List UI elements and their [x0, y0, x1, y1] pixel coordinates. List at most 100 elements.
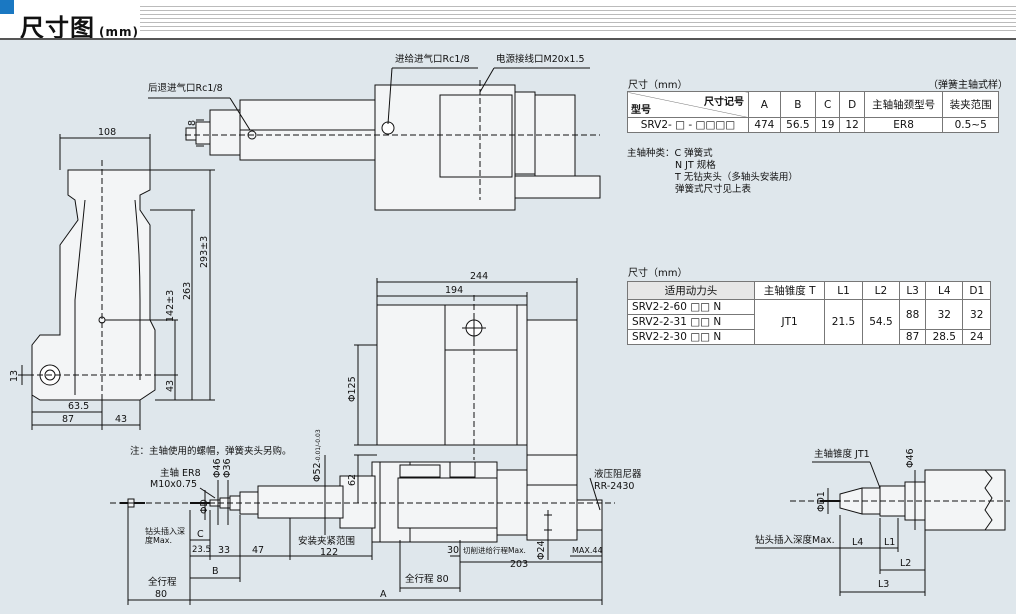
dim-203: 203	[510, 559, 529, 570]
dim-13: 13	[9, 369, 20, 382]
table-row: SRV2-2-60 □□ N JT1 21.5 54.5 88 32 32	[627, 299, 991, 345]
dim-8: 8	[187, 119, 198, 126]
table1-model-boxes: □ - □□□□	[675, 119, 736, 131]
table2-caption: 尺寸（mm）	[628, 268, 688, 279]
header-accent	[0, 0, 14, 14]
table2-model-cell: SRV2-2-30 □□ N	[627, 329, 755, 345]
dim-phi-24: Φ24	[536, 540, 547, 560]
top-view	[148, 67, 601, 211]
table1-col-a: A	[748, 91, 781, 118]
table2-d1-cell: 32	[962, 299, 991, 330]
note-line: N JT 规格	[675, 160, 716, 171]
jt-spindle-table: 适用动力头 主轴锥度 T L1 L2 L3 L4 D1 SRV2-2-60 □□…	[627, 281, 991, 345]
table2-l3-cell: 88	[899, 299, 927, 330]
dim-108: 108	[98, 127, 117, 138]
dim-phi-52-tolerance: -0.01/-0.03	[315, 429, 322, 463]
table2-d1-cell: 24	[962, 329, 991, 345]
table1-col-b: B	[779, 91, 817, 118]
table-row: SRV2- □ - □□□□ 474 56.5 19 12 ER8 0.5~5	[627, 117, 999, 133]
dim-244: 244	[470, 271, 489, 282]
dim-phi-52: Φ52-0.01/-0.03	[312, 429, 323, 482]
side-profile-view	[18, 134, 215, 430]
page-title: 尺寸图(mm)	[20, 14, 139, 42]
chuck-dim-l4: L4	[852, 537, 864, 548]
spring-spindle-table: 尺寸记号 型号 A B C D 主轴轴颈型号 装夹范围 SRV2- □ - □□…	[627, 91, 999, 133]
max-44-label: MAX.44	[572, 546, 603, 555]
spindle-er8-label: 主轴 ER8	[160, 468, 201, 479]
table1-col-range: 装夹范围	[942, 91, 999, 118]
table1-diag-top: 尺寸记号	[704, 97, 744, 108]
table2-col-l1: L1	[824, 281, 863, 300]
dim-87: 87	[62, 414, 75, 425]
cut-stroke-label: 切削进给行程Max.	[463, 546, 526, 555]
dim-a: A	[380, 589, 387, 600]
dim-43-vertical: 43	[165, 379, 176, 392]
table1-style: （弹簧主轴式样）	[928, 80, 1008, 91]
header-rule-pattern	[140, 6, 1016, 34]
dim-23-5: 23.5	[192, 545, 211, 555]
dim-80: 80	[155, 589, 168, 600]
table1-col-c: C	[814, 91, 841, 118]
chuck-dim-l2: L2	[900, 558, 912, 569]
table1-diag-header: 尺寸记号 型号	[627, 91, 749, 118]
page-title-unit: (mm)	[99, 25, 139, 39]
table2-model-suffix: □□ N	[690, 331, 722, 343]
table2-col-model: 适用动力头	[627, 281, 755, 300]
full-stroke-80-label: 全行程 80	[405, 574, 449, 585]
table1-diag-bottom: 型号	[631, 105, 651, 116]
table1-cell: 56.5	[779, 117, 817, 133]
chuck-dim-phi-d1: ΦD1	[816, 491, 827, 512]
chuck-taper-label: 主轴锥度 JT1	[814, 449, 870, 460]
table2-taper-cell: JT1	[753, 299, 826, 345]
table2-model-cell: SRV2-2-31 □□ N	[627, 314, 755, 330]
header-bar: 尺寸图(mm)	[0, 0, 1016, 42]
note-line: 主轴种类：C 弹簧式	[627, 148, 713, 159]
table2-l2-cell: 54.5	[861, 299, 901, 345]
dim-c: C	[197, 529, 204, 540]
table-row: SRV2-2-30 □□ N 87 28.5 24	[627, 329, 991, 345]
dim-phi-d: ΦD	[199, 499, 210, 514]
dim-293: 293±3	[199, 235, 210, 268]
power-port-label: 电源接线口M20x1.5	[496, 54, 585, 65]
feed-air-port-label: 进给进气口Rc1/8	[395, 54, 470, 65]
dim-33: 33	[218, 545, 231, 556]
spindle-note: 注：主轴使用的螺帽，弹簧夹头另购。	[130, 446, 292, 457]
dim-47: 47	[252, 545, 265, 556]
table1-cell: 12	[839, 117, 865, 133]
table1-cell: ER8	[863, 117, 944, 133]
table1-model-cell: SRV2- □ - □□□□	[627, 117, 749, 133]
table1-cell: 0.5~5	[942, 117, 999, 133]
dim-142: 142±3	[165, 289, 176, 322]
damper-label: 液压阻尼器	[594, 469, 642, 480]
table1-cell: 474	[748, 117, 781, 133]
dim-b: B	[212, 566, 219, 577]
chuck-dim-l1: L1	[884, 537, 896, 548]
dim-194: 194	[445, 285, 464, 296]
drill-depth-label: 钻头插入深度Max.	[145, 527, 185, 546]
table2-col-l3: L3	[899, 281, 927, 300]
table2-l1-cell: 21.5	[824, 299, 863, 345]
dim-122: 122	[320, 547, 339, 558]
dim-263: 263	[182, 281, 193, 300]
table2-col-l4: L4	[925, 281, 964, 300]
header-rule	[0, 38, 1016, 40]
note-line: T 无钻夹头（多轴头安装用）	[675, 172, 798, 183]
chuck-dim-phi-46: Φ46	[905, 448, 916, 468]
table1-caption: 尺寸（mm）	[628, 80, 688, 91]
chuck-drill-depth-label: 钻头插入深度Max.	[755, 535, 835, 546]
table2-col-l2: L2	[861, 281, 901, 300]
table2-l3-cell: 87	[899, 329, 927, 345]
dim-30: 30	[447, 545, 460, 556]
rear-air-port-label: 后退进气口Rc1/8	[148, 83, 223, 94]
spindle-type-notes: 主轴种类：C 弹簧式 N JT 规格 T 无钻夹头（多轴头安装用） 弹簧式尺寸见…	[627, 148, 798, 196]
table1-col-collet: 主轴轴颈型号	[863, 91, 944, 118]
note-line: 弹簧式尺寸见上表	[675, 184, 752, 195]
table2-col-d1: D1	[962, 281, 991, 300]
chuck-dim-l3: L3	[878, 579, 890, 590]
table2-col-taper: 主轴锥度 T	[753, 281, 826, 300]
dim-phi-125: Φ125	[347, 376, 358, 402]
dim-phi-36: Φ36	[222, 458, 233, 478]
table2-l4-cell: 28.5	[925, 329, 964, 345]
table1-col-d: D	[839, 91, 865, 118]
